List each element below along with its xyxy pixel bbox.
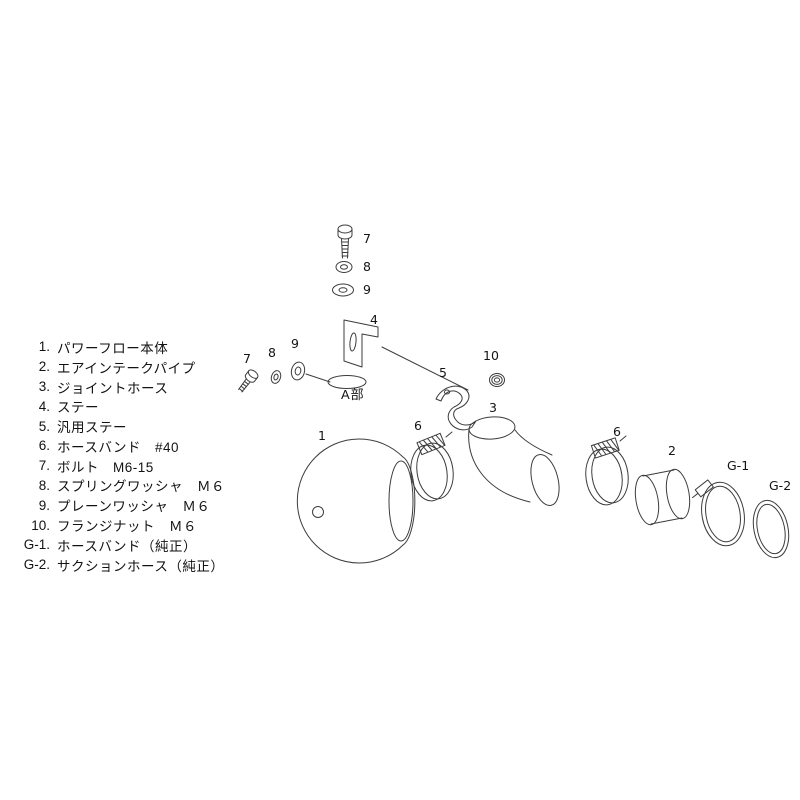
part-number: 1. [38,339,50,355]
parts-list-item: 8. スプリングワッシャ Ｍ６ [14,476,225,496]
callout-intake-pipe: 2 [668,443,676,458]
part-label: ステー [57,400,99,416]
part-number: G-1. [23,537,50,553]
callout-oem-hose-band: G-1 [727,458,749,473]
callout-oem-suction-hose: G-2 [769,478,791,493]
part-number: 5. [38,418,50,434]
callout-bolt-top: 7 [363,231,371,246]
part-number: 3. [38,378,50,394]
part-label: ジョイントホース [57,380,169,396]
bolt-left-drawing [238,369,259,393]
callout-hose-band-left: 6 [414,418,422,433]
parts-list: 1. パワーフロー本体 2. エアインテークパイプ 3. ジョイントホース 4. ステー… [14,337,225,575]
intake-pipe-drawing [634,468,691,526]
parts-list-item: G-2. サクションホース（純正） [14,555,225,575]
parts-list-item: 1. パワーフロー本体 [14,337,225,357]
callout-bolt-left: 7 [243,351,251,366]
part-number: 9. [38,497,50,513]
part-label: プレーンワッシャ Ｍ６ [57,499,211,515]
parts-list-item: G-1. ホースバンド（純正） [14,535,225,555]
parts-list-item: 3. ジョイントホース [14,377,225,397]
part-label: フランジナット Ｍ６ [57,519,197,535]
hose-band-right-drawing [585,435,629,506]
callout-joint-hose: 3 [489,400,497,415]
bolt-top-drawing [337,224,353,259]
hose-band-left-drawing [410,431,454,502]
plain-washer-left-drawing [290,361,306,381]
part-label: 汎用ステー [57,420,127,436]
stay-drawing [343,319,379,368]
part-number: 10. [31,517,50,533]
parts-list-item: 6. ホースバンド #40 [14,436,225,456]
flange-nut-drawing [489,373,505,387]
callout-flange-nut: 10 [483,348,499,363]
parts-list-item: 5. 汎用ステー [14,416,225,436]
leader-line-stay [381,346,469,391]
spring-washer-top-drawing [335,261,353,273]
part-number: 7. [38,458,50,474]
oem-suction-hose-drawing [752,499,790,559]
callout-section-a: A部 [341,387,365,402]
spring-washer-left-drawing [270,370,282,384]
oem-hose-band-drawing [691,479,745,547]
joint-hose-drawing [468,416,560,506]
callout-spring-washer-left: 8 [268,345,276,360]
callout-stay: 4 [370,312,378,327]
part-number: 8. [38,477,50,493]
callout-spring-washer-top: 8 [363,259,371,274]
part-number: G-2. [23,557,50,573]
part-label: スプリングワッシャ Ｍ６ [57,479,225,495]
power-flow-body-drawing [296,438,416,564]
leader-line-washers [305,373,331,383]
universal-stay-drawing [435,385,477,431]
plain-washer-top-drawing [332,283,354,297]
part-number: 6. [38,438,50,454]
part-label: エアインテークパイプ [57,360,196,376]
parts-list-item: 7. ボルト M6-15 [14,456,225,476]
parts-list-item: 10. フランジナット Ｍ６ [14,515,225,535]
callout-plain-washer-top: 9 [363,282,371,297]
part-label: ボルト M6-15 [57,459,154,475]
mount-surface-drawing [327,375,367,389]
callout-power-flow-body: 1 [318,428,326,443]
part-label: ホースバンド（純正） [57,538,197,554]
part-number: 2. [38,359,50,375]
callout-plain-washer-left: 9 [291,336,299,351]
part-label: パワーフロー本体 [57,340,169,356]
parts-list-item: 9. プレーンワッシャ Ｍ６ [14,495,225,515]
parts-list-item: 4. ステー [14,396,225,416]
callout-universal-stay: 5 [439,365,447,380]
part-label: サクションホース（純正） [57,558,225,574]
part-number: 4. [38,398,50,414]
part-label: ホースバンド #40 [57,439,180,455]
parts-list-item: 2. エアインテークパイプ [14,357,225,377]
callout-hose-band-right: 6 [613,424,621,439]
